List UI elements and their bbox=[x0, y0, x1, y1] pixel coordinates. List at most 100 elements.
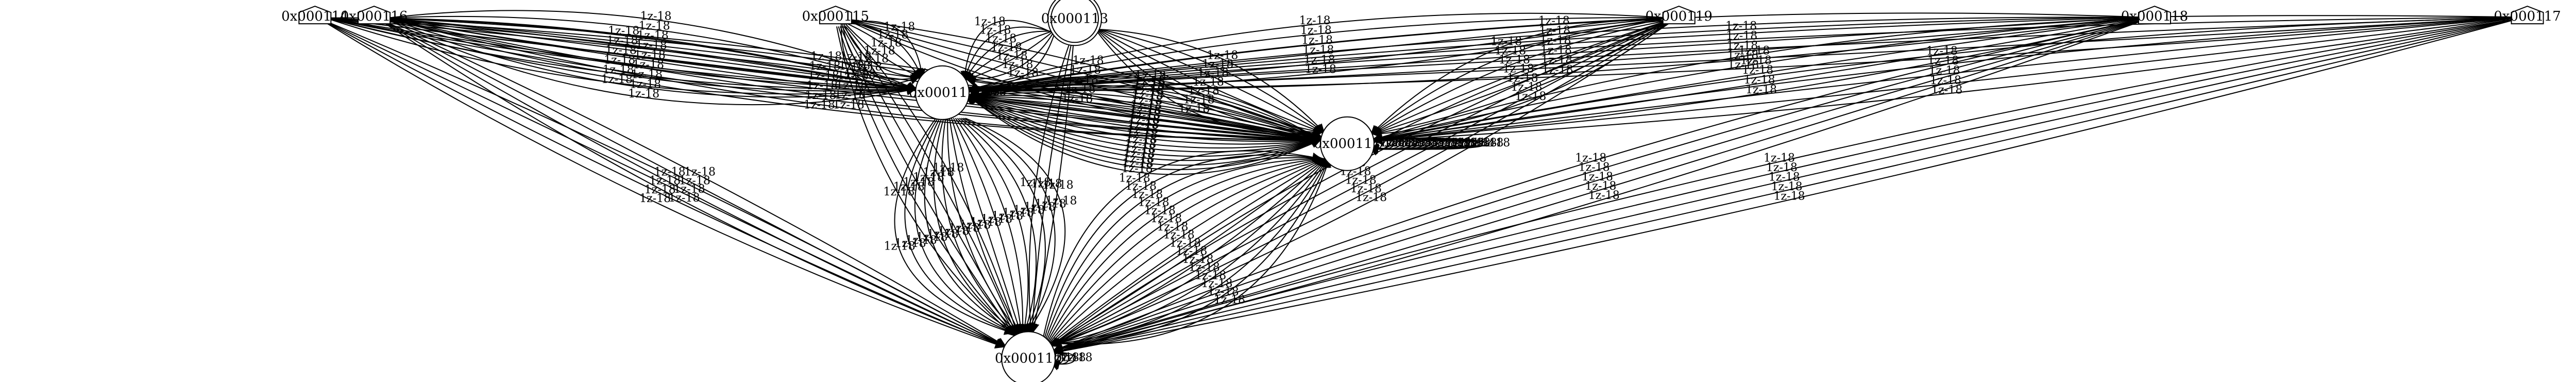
edge-label: 1z-18 bbox=[877, 28, 908, 41]
edge-n119-n110 bbox=[1052, 21, 1672, 347]
edge-n113-n112 bbox=[966, 31, 1056, 87]
edge-label: 1z-18 bbox=[959, 219, 991, 232]
edge-n118-n111 bbox=[1372, 18, 2143, 142]
edge-n112-n112 bbox=[964, 87, 990, 104]
edge-label: 1z-18 bbox=[1299, 14, 1331, 27]
edge-n112-n110 bbox=[959, 118, 1037, 334]
node-house-shape bbox=[2138, 6, 2171, 25]
node-0x000113[interactable]: 0x000113 bbox=[1041, 0, 1108, 46]
edge-label: 1z-18 bbox=[1163, 229, 1195, 242]
edge-n112-n111 bbox=[969, 92, 1322, 142]
edge-n112-n110 bbox=[947, 118, 1020, 334]
node-label: 0x000117 bbox=[2494, 9, 2561, 24]
edge-label: 1z-18 bbox=[1355, 191, 1387, 204]
node-0x000112[interactable]: 0x000112 bbox=[909, 65, 976, 120]
edge-label: 1z-18 bbox=[1189, 261, 1220, 274]
edge-label: 1z-18 bbox=[1157, 221, 1188, 234]
edge-label: 1z-18 bbox=[1061, 92, 1093, 105]
edge-n112-n110 bbox=[957, 118, 1030, 334]
edge-n114-n111 bbox=[326, 17, 1321, 145]
edge-n118-n111 bbox=[1372, 18, 2143, 142]
edge-label: 1z-18 bbox=[639, 192, 671, 205]
edge-n115-n111 bbox=[845, 19, 1322, 141]
edge-label: 1z-18 bbox=[927, 228, 958, 241]
edge-n114-n110 bbox=[324, 21, 1005, 348]
edge-n112-n110 bbox=[963, 118, 1056, 334]
edge-n115-n112 bbox=[840, 23, 920, 86]
edge-n111-n112 bbox=[968, 91, 1321, 141]
edge-n110-n111 bbox=[1046, 155, 1324, 344]
edge-n112-n110 bbox=[955, 118, 1028, 334]
edge-n115-n110 bbox=[845, 26, 1020, 336]
edge-n110-n111 bbox=[1042, 153, 1323, 344]
edge-n111-n112 bbox=[968, 95, 1320, 166]
edge-label: 1z-18 bbox=[1540, 44, 1572, 57]
edge-label: 1z-18 bbox=[1138, 196, 1170, 209]
node-0x000115[interactable]: 0x000115 bbox=[802, 6, 869, 25]
edge-label: 1z-18 bbox=[1122, 162, 1153, 175]
node-0x000116[interactable]: 0x000116 bbox=[341, 6, 408, 25]
edge-n113-n111 bbox=[1097, 29, 1324, 135]
edge-label: 1z-18 bbox=[1930, 74, 1961, 87]
edge-n117-n110 bbox=[1053, 19, 2516, 355]
node-circle bbox=[1001, 331, 1056, 382]
node-0x000110[interactable]: 0x000110 bbox=[995, 331, 1062, 382]
edge-n116-n110 bbox=[385, 21, 1007, 347]
edge-label: 1z-18 bbox=[1135, 70, 1166, 82]
edge-n113-n112 bbox=[965, 30, 1053, 80]
edge-label: 1z-18 bbox=[1725, 20, 1757, 32]
edge-n116-n110 bbox=[383, 21, 1006, 347]
edge-n111-n112 bbox=[968, 89, 1322, 141]
edge-n119-n111 bbox=[1372, 20, 1670, 138]
edge-n112-n110 bbox=[953, 118, 1025, 334]
edge-n110-n111 bbox=[1057, 158, 1329, 344]
edge-label: 1z-18 bbox=[884, 240, 916, 253]
edge-label: 1z-18 bbox=[1929, 64, 1960, 77]
edge-n112-n111 bbox=[968, 95, 1321, 146]
edge-n112-n110 bbox=[949, 118, 1021, 334]
node-label: 0x000111 bbox=[1314, 136, 1381, 152]
edge-n110-n111 bbox=[1056, 158, 1328, 344]
node-label: 0x000118 bbox=[2121, 9, 2188, 24]
node-house-shape bbox=[298, 6, 332, 25]
edge-n118-n110 bbox=[1053, 19, 2144, 353]
edge-n112-n110 bbox=[951, 118, 1023, 334]
edge-n114-n110 bbox=[325, 21, 1006, 348]
edge-label: 1z-18 bbox=[1170, 237, 1201, 250]
edge-label: 1z-18 bbox=[1764, 152, 1795, 165]
edge-n117-n111 bbox=[1372, 17, 2516, 145]
edge-label: 1z-18 bbox=[684, 165, 716, 178]
edge-n112-n110 bbox=[941, 118, 1019, 334]
edge-n112-n111 bbox=[969, 95, 1322, 144]
node-house-shape bbox=[1662, 6, 1696, 25]
edge-n110-n111 bbox=[1044, 153, 1323, 344]
edge-n115-n110 bbox=[838, 26, 1015, 336]
edge-n110-n111 bbox=[1050, 158, 1326, 344]
node-house-shape bbox=[358, 6, 391, 25]
edge-label: 1z-18 bbox=[628, 88, 659, 101]
node-0x000117[interactable]: 0x000117 bbox=[2494, 6, 2561, 25]
edge-n115-n110 bbox=[836, 26, 1014, 336]
node-0x000118[interactable]: 0x000118 bbox=[2121, 6, 2188, 25]
edge-n117-n111 bbox=[1372, 17, 2516, 144]
edge-label: 1z-18 bbox=[1214, 294, 1245, 307]
edge-label: 1z-18 bbox=[1035, 198, 1066, 211]
edge-n112-n111 bbox=[968, 95, 1321, 161]
edge-n117-n110 bbox=[1053, 19, 2516, 355]
edge-n112-n111 bbox=[969, 95, 1322, 143]
edge-n112-n111 bbox=[968, 95, 1321, 153]
edge-label: 1z-18 bbox=[1727, 59, 1759, 72]
edge-n117-n110 bbox=[1054, 19, 2518, 356]
edge-n112-n110 bbox=[961, 118, 1046, 334]
edge-label: 1z-18 bbox=[1538, 15, 1570, 28]
edge-label: 1z-18 bbox=[1926, 45, 1958, 58]
edge-n119-n111 bbox=[1370, 20, 1667, 135]
edge-n118-n112 bbox=[968, 16, 2143, 95]
edge-label: 1z-18 bbox=[1195, 269, 1226, 282]
node-0x000114[interactable]: 0x000114 bbox=[281, 6, 349, 25]
edge-label: 1z-18 bbox=[916, 231, 947, 244]
node-0x000111[interactable]: 0x000111 bbox=[1314, 116, 1381, 171]
edge-n110-n111 bbox=[1053, 158, 1327, 344]
node-0x000119[interactable]: 0x000119 bbox=[1646, 6, 1713, 25]
edge-label: 1z-18 bbox=[674, 183, 705, 196]
